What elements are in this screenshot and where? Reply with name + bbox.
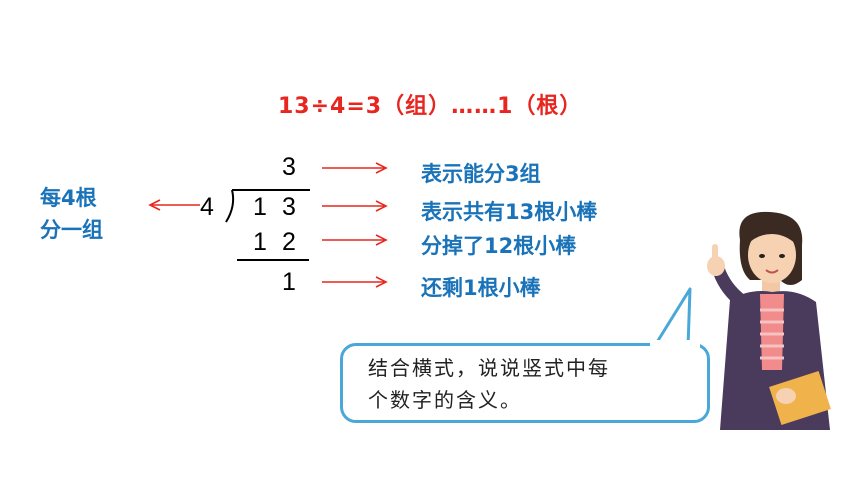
divisor-digit: 4: [200, 193, 214, 221]
horizontal-equation: 13÷4=3（组）……1（根）: [278, 94, 583, 119]
dividend-tens-digit: 1: [253, 193, 267, 221]
right-arrow-icon: [322, 276, 388, 288]
speech-bubble-text: 结合横式，说说竖式中每 个数字的含义。: [368, 352, 688, 416]
teacher-illustration: [707, 211, 831, 430]
speech-bubble-line1: 结合横式，说说竖式中每: [368, 356, 610, 380]
right-arrow-icon: [322, 162, 388, 174]
quotient-explanation: 表示能分3组: [421, 162, 541, 186]
dividend-ones-digit: 3: [282, 193, 296, 221]
product-explanation: 分掉了12根小棒: [421, 234, 577, 258]
left-arrow-icon: [148, 199, 200, 211]
right-arrow-icon: [322, 200, 388, 212]
right-arrow-icon: [322, 234, 388, 246]
product-tens-digit: 1: [253, 228, 267, 256]
speech-bubble-line2: 个数字的含义。: [368, 388, 522, 412]
dividend-explanation: 表示共有13根小棒: [421, 200, 598, 224]
remainder-digit: 1: [282, 268, 296, 296]
left-note-line1: 每4根: [40, 186, 97, 210]
speech-bubble-tail: [652, 287, 692, 348]
quotient-digit: 3: [282, 153, 296, 181]
division-bracket: [225, 189, 310, 223]
left-note-line2: 分一组: [40, 218, 103, 242]
remainder-explanation: 还剩1根小棒: [421, 276, 541, 300]
subtraction-line: [237, 259, 309, 261]
speech-bubble: [340, 343, 710, 423]
product-ones-digit: 2: [282, 228, 296, 256]
